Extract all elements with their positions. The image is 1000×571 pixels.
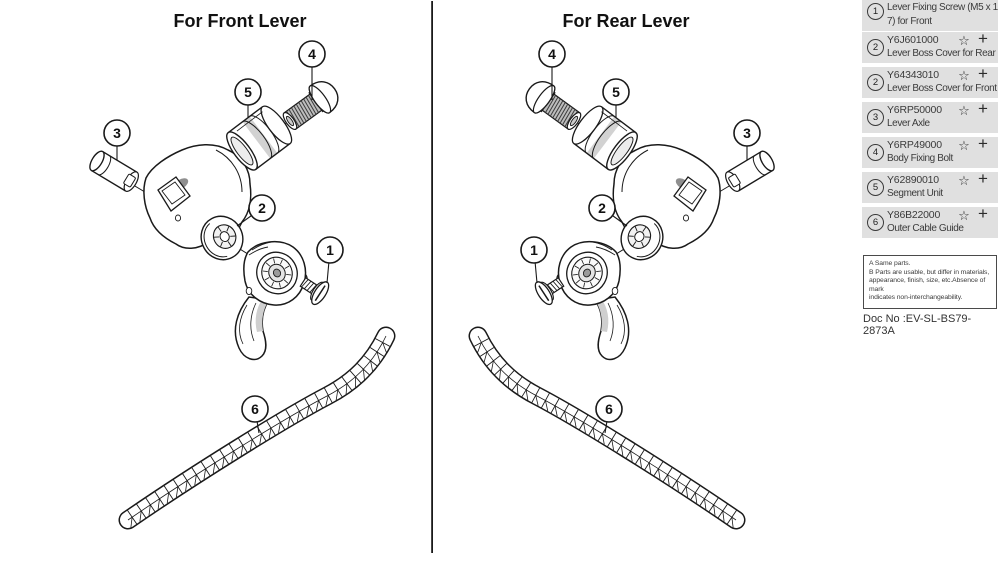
part-number-badge: 2	[867, 39, 884, 56]
front-lever-diagram: 3 5 4 2 1 6	[89, 40, 396, 530]
segment-unit-part	[571, 105, 638, 171]
add-plus-icon[interactable]: +	[978, 172, 988, 188]
callout-4: 4	[538, 40, 566, 100]
favorite-star-icon[interactable]: ☆	[958, 68, 970, 83]
callout-number: 2	[598, 200, 606, 216]
body-fixing-bolt-part	[525, 81, 582, 131]
part-number-badge: 3	[867, 109, 884, 126]
shift-lever-part	[556, 240, 630, 361]
callout-number: 2	[258, 200, 266, 216]
note-line: appearance, finish, size, etc.Absence of…	[869, 277, 986, 293]
callout-number: 3	[113, 125, 121, 141]
callout-1: 1	[520, 236, 548, 284]
add-plus-icon[interactable]: +	[978, 102, 988, 118]
callout-6: 6	[241, 395, 269, 434]
part-number-badge: 4	[867, 144, 884, 161]
favorite-star-icon[interactable]: ☆	[958, 208, 970, 223]
callout-2: 2	[588, 194, 628, 227]
part-number-badge: 6	[867, 214, 884, 231]
part-code: Y64343010	[887, 69, 939, 81]
panel-divider	[431, 1, 433, 553]
callout-number: 1	[530, 242, 538, 258]
part-name-line2: 7) for Front	[887, 15, 932, 27]
callout-1: 1	[316, 236, 344, 284]
lever-axle-part	[725, 150, 775, 192]
add-plus-icon[interactable]: +	[978, 67, 988, 83]
rear-lever-diagram: 3 5 4 2 1 6	[468, 40, 775, 530]
lever-boss-cover-part	[200, 215, 244, 261]
favorite-star-icon[interactable]: ☆	[958, 33, 970, 48]
add-plus-icon[interactable]: +	[978, 137, 988, 153]
add-plus-icon[interactable]: +	[978, 207, 988, 223]
callout-5: 5	[602, 78, 630, 118]
dial-rings	[566, 251, 608, 295]
part-number-badge: 5	[867, 179, 884, 196]
part-name: Body Fixing Bolt	[887, 152, 953, 164]
segment-unit-part	[226, 105, 293, 171]
callout-number: 5	[612, 84, 620, 100]
part-name: Outer Cable Guide	[887, 222, 964, 234]
callout-number: 4	[308, 46, 316, 62]
note-line: A Same parts.	[869, 260, 911, 267]
callout-number: 6	[605, 401, 613, 417]
body-fixing-bolt-part	[282, 81, 339, 131]
part-name: Lever Boss Cover for Rear	[887, 47, 996, 59]
exploded-diagram: 3 5 4 2 1 6 3 5 4 2 1 6	[89, 1, 775, 553]
callout-number: 3	[743, 125, 751, 141]
doc-number: Doc No :EV-SL-BS79-2873A	[863, 313, 972, 337]
note-box: A Same parts.B Parts are usable, but dif…	[863, 255, 997, 309]
part-name: Lever Boss Cover for Front	[887, 82, 997, 94]
dial-rings	[256, 251, 298, 295]
lever-fixing-screw-part	[534, 276, 565, 306]
add-plus-icon[interactable]: +	[978, 32, 988, 48]
callout-3: 3	[733, 119, 761, 160]
callout-5: 5	[234, 78, 262, 118]
front-lever-title: For Front Lever	[173, 11, 307, 31]
part-name: Lever Axle	[887, 117, 930, 129]
part-number-badge: 2	[867, 74, 884, 91]
rear-lever-title: For Rear Lever	[562, 11, 690, 31]
note-line: B Parts are usable, but differ in materi…	[869, 268, 990, 276]
callout-number: 6	[251, 401, 259, 417]
part-code: Y6J601000	[887, 34, 939, 46]
favorite-star-icon[interactable]: ☆	[958, 138, 970, 153]
callout-2: 2	[236, 194, 276, 227]
favorite-star-icon[interactable]: ☆	[958, 173, 970, 188]
callout-6: 6	[595, 395, 623, 434]
callout-3: 3	[103, 119, 131, 160]
part-code: Y6RP50000	[887, 104, 942, 116]
callout-number: 4	[548, 46, 556, 62]
shift-lever-part	[234, 240, 308, 361]
callout-number: 5	[244, 84, 252, 100]
part-code: Y86B22000	[887, 209, 941, 221]
lever-fixing-screw-part	[299, 276, 330, 306]
part-number-badge: 1	[867, 3, 884, 20]
note-line: indicates non-interchangeability.	[869, 294, 963, 302]
callout-number: 1	[326, 242, 334, 258]
lever-axle-part	[89, 150, 139, 192]
callout-4: 4	[298, 40, 326, 100]
favorite-star-icon[interactable]: ☆	[958, 103, 970, 118]
part-name-line1: Lever Fixing Screw (M5 x 1	[887, 2, 998, 13]
lever-boss-cover-part	[620, 215, 664, 261]
part-name: Segment Unit	[887, 187, 943, 199]
part-code: Y6RP49000	[887, 139, 942, 151]
part-code: Y62890010	[887, 174, 939, 186]
